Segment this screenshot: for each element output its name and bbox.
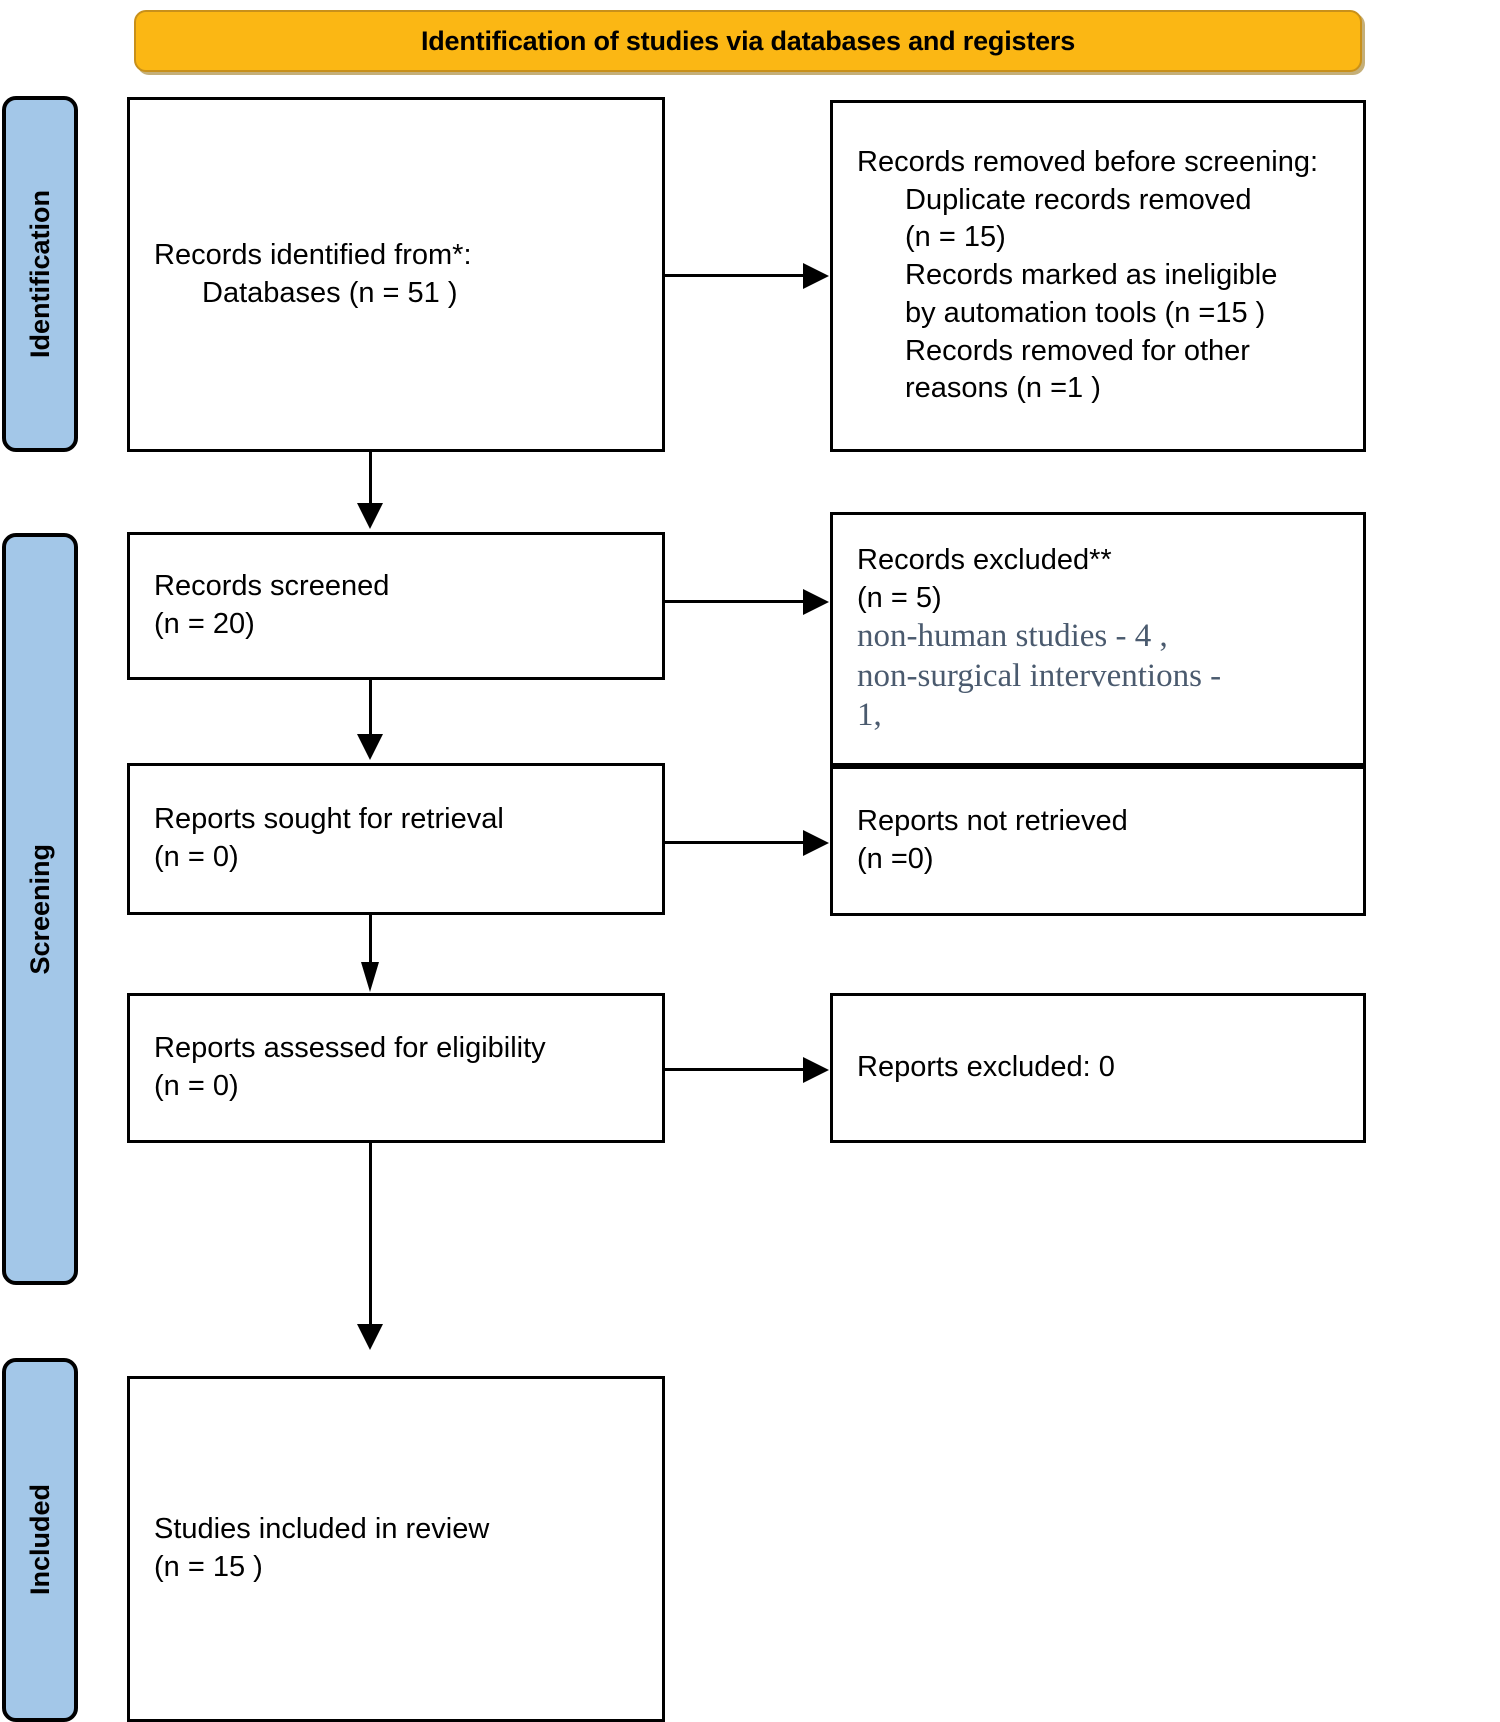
connector-identified-to-screened-arrowhead [357,503,383,529]
connector-identified-to-removed-line [665,274,805,277]
records-removed-heading: Records removed before screening: [857,144,1339,182]
box-reports-not-retrieved: Reports not retrieved (n =0) [830,766,1366,916]
records-identified-line2: Databases (n = 51 ) [202,276,458,309]
box-reports-sought-for-retrieval: Reports sought for retrieval (n = 0) [127,763,665,915]
connector-assessed-to-included-line [369,1143,372,1328]
reports-not-retrieved-line1: Reports not retrieved [857,805,1128,838]
connector-sought-to-assessed-arrowhead [361,962,379,992]
reports-assessed-line1: Reports assessed for eligibility [154,1032,546,1065]
records-excluded-line2: (n = 5) [857,581,942,614]
box-studies-included-in-review: Studies included in review (n = 15 ) [127,1376,665,1722]
records-removed-item1: Duplicate records removed [905,183,1252,216]
reports-sought-line2: (n = 0) [154,841,239,873]
connector-assessed-to-repexcluded-line [665,1068,805,1071]
connector-sought-to-notretrieved-line [665,841,805,844]
records-removed-heading-plain: Records removed [857,146,1094,179]
records-removed-item2: Records marked as ineligible [905,259,1278,292]
records-excluded-line1: Records excluded** [857,543,1112,576]
connector-screened-to-excluded-arrowhead [803,589,829,615]
stage-label-identification: Identification [2,96,78,452]
records-excluded-reason3: 1, [857,697,882,734]
reports-assessed-line2: (n = 0) [154,1070,239,1102]
connector-sought-to-assessed-line [369,915,372,967]
box-records-excluded: Records excluded** (n = 5) non-human stu… [830,512,1366,766]
records-removed-heading-italic: before screening [1093,146,1310,179]
connector-assessed-to-repexcluded-arrowhead [803,1057,829,1083]
records-excluded-reason2: non-surgical interventions - [857,657,1222,694]
connector-screened-to-sought-arrowhead [357,734,383,760]
diagram-title: Identification of studies via databases … [420,25,1076,56]
records-identified-line1: Records identified from*: [154,238,472,271]
reports-not-retrieved-line2: (n =0) [857,843,934,875]
connector-screened-to-sought-line [369,680,372,738]
stage-label-identification-text: Identification [24,190,55,358]
records-removed-item2-cont: by automation tools (n =15 ) [905,296,1266,329]
box-records-identified: Records identified from*: Databases (n =… [127,97,665,452]
stage-label-screening: Screening [2,533,78,1285]
connector-identified-to-removed-arrowhead [803,263,829,289]
connector-screened-to-excluded-line [665,600,805,603]
box-reports-assessed-for-eligibility: Reports assessed for eligibility (n = 0) [127,993,665,1143]
connector-assessed-to-included-arrowhead [357,1324,383,1350]
box-records-screened: Records screened (n = 20) [127,532,665,680]
records-screened-line2: (n = 20) [154,608,255,640]
reports-sought-line1: Reports sought for retrieval [154,803,504,836]
records-removed-item1-n: (n = 15) [905,221,1006,254]
diagram-title-banner: Identification of studies via databases … [134,10,1362,72]
box-records-removed-before-screening: Records removed before screening: Duplic… [830,100,1366,452]
connector-sought-to-notretrieved-arrowhead [803,830,829,856]
reports-excluded-line1: Reports excluded: 0 [857,1051,1115,1084]
stage-label-screening-text: Screening [24,843,55,975]
records-removed-heading-colon: : [1309,146,1319,179]
connector-identified-to-screened-line [369,452,372,507]
studies-included-line1: Studies included in review [154,1513,490,1546]
records-removed-item3-cont: reasons (n =1 ) [905,372,1101,405]
box-reports-excluded: Reports excluded: 0 [830,993,1366,1143]
stage-label-included: Included [2,1358,78,1722]
records-removed-item3: Records removed for other [905,334,1250,367]
records-screened-line1: Records screened [154,570,390,603]
studies-included-line2: (n = 15 ) [154,1551,263,1583]
records-excluded-reason1: non-human studies - 4 , [857,618,1168,655]
stage-label-included-text: Included [24,1484,55,1596]
